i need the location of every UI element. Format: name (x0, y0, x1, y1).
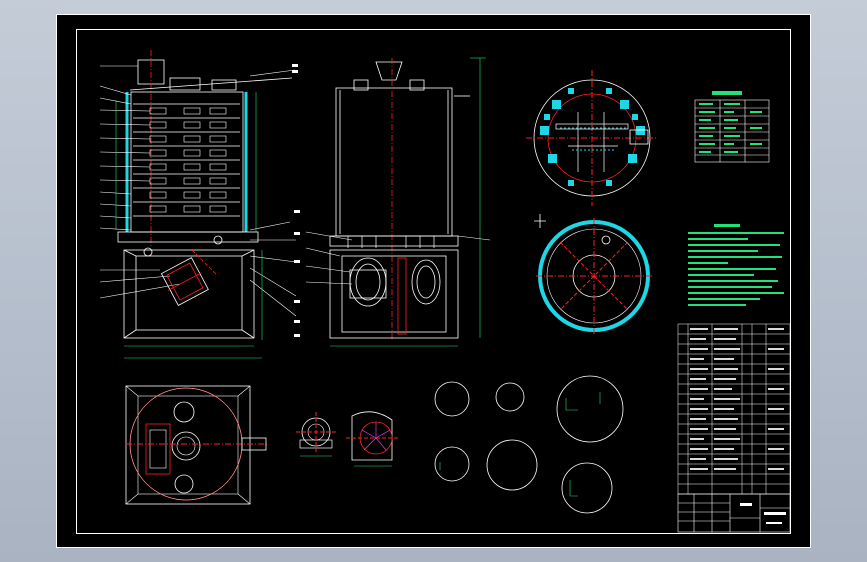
front-section-view (99, 50, 300, 359)
base-plan-view (125, 385, 268, 505)
inner-frame (76, 29, 791, 534)
parts-list (677, 323, 791, 495)
technical-requirements-notes (688, 224, 784, 306)
title-block (677, 493, 791, 533)
side-section-view (305, 57, 491, 347)
outer-border (56, 14, 811, 548)
fan-detail (346, 411, 400, 467)
motor-detail (296, 412, 336, 457)
detail-circles (434, 375, 624, 514)
section-ring-plan (534, 214, 652, 334)
top-flange-plan (526, 70, 658, 206)
technical-parameters-table (694, 91, 770, 163)
